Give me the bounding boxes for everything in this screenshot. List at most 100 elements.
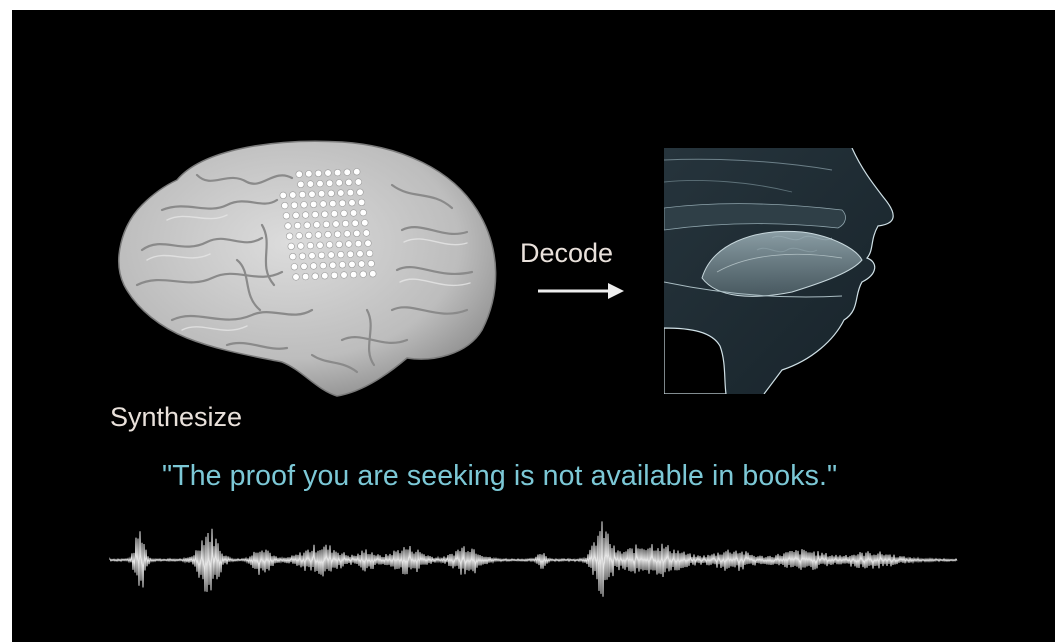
electrode (338, 251, 345, 258)
electrode (341, 210, 348, 217)
electrode (317, 180, 324, 187)
electrode (363, 230, 370, 237)
electrode (315, 232, 322, 239)
electrode (314, 222, 321, 229)
diagram-scene (12, 10, 1055, 642)
electrode (302, 273, 309, 280)
electrode (358, 261, 365, 268)
electrode (291, 264, 298, 271)
electrode (315, 170, 322, 177)
electrode (346, 241, 353, 248)
electrode (339, 200, 346, 207)
electrode (366, 250, 373, 257)
electrode (358, 199, 365, 206)
electrode (354, 230, 361, 237)
electrode (333, 221, 340, 228)
electrode (283, 213, 290, 220)
electrode (334, 169, 341, 176)
brain-outline (119, 141, 496, 396)
electrode (336, 241, 343, 248)
electrode (301, 202, 308, 209)
slide-canvas: Decode Synthesize "The proof you are see… (12, 10, 1055, 642)
electrode (294, 222, 301, 229)
electrode (344, 231, 351, 238)
electrode (360, 209, 367, 216)
electrode (352, 220, 359, 227)
electrode (306, 171, 313, 178)
electrode (306, 232, 313, 239)
electrode (291, 202, 298, 209)
electrode (309, 253, 316, 260)
electrode (346, 179, 353, 186)
electrode (360, 271, 367, 278)
electrode (357, 251, 364, 258)
electrode (310, 263, 317, 270)
decode-label: Decode (520, 238, 613, 269)
electrode (347, 189, 354, 196)
electrode (331, 272, 338, 279)
electrode (298, 243, 305, 250)
electrode (326, 180, 333, 187)
electrode (354, 169, 361, 176)
electrode (330, 262, 337, 269)
electrode (334, 231, 341, 238)
synthesize-label: Synthesize (110, 402, 242, 433)
electrode (325, 170, 332, 177)
electrode (285, 223, 292, 230)
electrode (302, 212, 309, 219)
electrode (355, 240, 362, 247)
electrode (331, 211, 338, 218)
electrode (288, 243, 295, 250)
electrode (344, 169, 351, 176)
electrode (323, 221, 330, 228)
electrode (339, 262, 346, 269)
electrode (299, 191, 306, 198)
vocal-tract-illustration (664, 148, 899, 394)
electrode (299, 253, 306, 260)
brain-illustration (119, 141, 496, 396)
electrode (298, 181, 305, 188)
electrode (290, 192, 297, 199)
electrode (330, 200, 337, 207)
electrode (370, 271, 377, 278)
electrode (317, 242, 324, 249)
electrode (310, 201, 317, 208)
electrode (322, 211, 329, 218)
electrode (322, 273, 329, 280)
decoded-sentence: "The proof you are seeking is not availa… (162, 460, 837, 493)
electrode (312, 273, 319, 280)
electrode (338, 190, 345, 197)
electrode (307, 181, 314, 188)
electrode (293, 274, 300, 281)
electrode (320, 201, 327, 208)
electrode (318, 191, 325, 198)
electrode (282, 202, 289, 209)
electrode (290, 253, 297, 260)
electrode (318, 252, 325, 259)
electrode (296, 233, 303, 240)
electrode (355, 179, 362, 186)
electrode (301, 263, 308, 270)
electrode (293, 212, 300, 219)
electrode (349, 200, 356, 207)
electrode (349, 261, 356, 268)
electrode (304, 222, 311, 229)
electrode (350, 271, 357, 278)
electrode (286, 233, 293, 240)
electrode (347, 251, 354, 258)
arrow-right-icon (538, 283, 624, 299)
electrode (312, 211, 319, 218)
electrode (368, 260, 375, 267)
electrode (320, 262, 327, 269)
electrode (309, 191, 316, 198)
electrode (350, 210, 357, 217)
electrode (296, 171, 303, 178)
electrode (365, 240, 372, 247)
electrode (342, 220, 349, 227)
electrode (307, 242, 314, 249)
electrode (328, 252, 335, 259)
electrode (336, 180, 343, 187)
electrode (328, 190, 335, 197)
audio-waveform (110, 521, 957, 596)
electrode (341, 272, 348, 279)
